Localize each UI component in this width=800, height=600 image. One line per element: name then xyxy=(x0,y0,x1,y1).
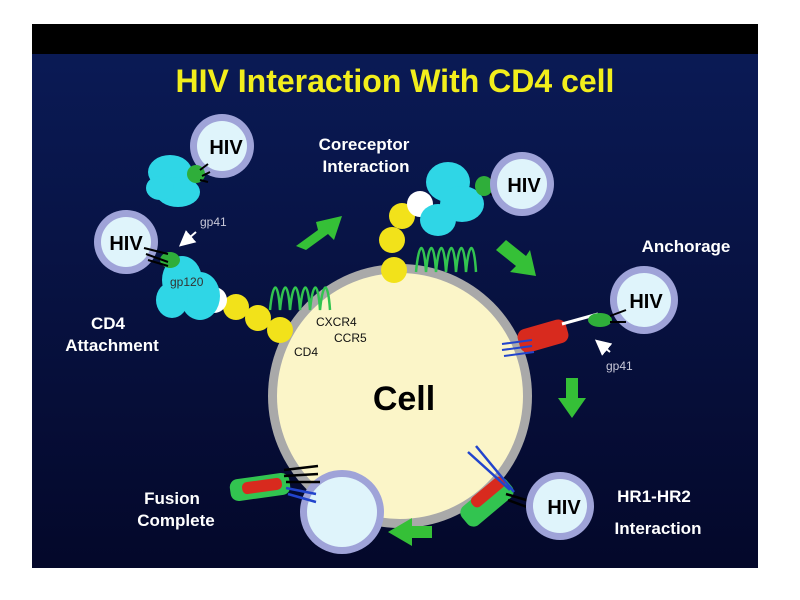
cd4-attachment-label-line1: CD4 xyxy=(91,314,126,333)
gp120-complex-top xyxy=(420,162,506,236)
gp120-label: gp120 xyxy=(170,275,204,289)
cell-label: Cell xyxy=(373,380,435,418)
hiv-label-1: HIV xyxy=(109,233,143,255)
gp41-pointer-top xyxy=(178,230,197,247)
cd4-attachment-label-line2: Attachment xyxy=(65,336,159,355)
arrow-anchorage-to-hr1hr2 xyxy=(558,378,586,418)
cd4-molecule-label: CD4 xyxy=(294,345,318,359)
coreceptor-left xyxy=(268,286,332,311)
anchorage-label: Anchorage xyxy=(642,237,731,256)
hiv-virion-5: HIV xyxy=(526,472,594,540)
fusion-label-line2: Complete xyxy=(137,511,214,530)
slide-title: HIV Interaction With CD4 cell xyxy=(176,63,615,99)
gp41-label-right: gp41 xyxy=(606,359,633,373)
arrow-coreceptor-to-anchorage xyxy=(496,240,536,276)
coreceptor-label-line1: Coreceptor xyxy=(319,135,410,154)
hiv-virion-4: HIV xyxy=(610,266,678,334)
arrow-hr1hr2-to-fusion xyxy=(388,518,432,546)
hiv-label-3: HIV xyxy=(507,175,541,197)
gp120-complex-left xyxy=(156,252,220,320)
hr1-hr2-label-line1: HR1-HR2 xyxy=(617,487,691,506)
fused-virion xyxy=(300,470,384,554)
hiv-label-4: HIV xyxy=(629,291,663,313)
gp41-left xyxy=(160,252,180,268)
hiv-label-5: HIV xyxy=(547,497,581,519)
slide: HIV Interaction With CD4 cell Cell HIV H… xyxy=(32,24,758,568)
hiv-virion-1: HIV xyxy=(94,210,158,274)
gp120-complex-floating xyxy=(146,155,211,207)
arrow-attachment-to-coreceptor xyxy=(296,216,342,250)
hiv-virion-2: HIV xyxy=(190,114,254,178)
gp41-strands-left xyxy=(143,247,169,267)
anchorage-fusion-complex xyxy=(501,309,627,357)
gp41-pointer-right xyxy=(594,339,613,356)
hiv-label-2: HIV xyxy=(209,137,243,159)
hr1-hr2-label-line2: Interaction xyxy=(615,519,702,538)
cxcr4-label: CXCR4 xyxy=(316,315,357,329)
ccr5-label: CCR5 xyxy=(334,331,367,345)
diagram-canvas: HIV Interaction With CD4 cell Cell HIV H… xyxy=(32,24,758,568)
fusion-label-line1: Fusion xyxy=(144,489,200,508)
coreceptor-right xyxy=(414,247,478,273)
cell-body xyxy=(277,273,523,519)
cell: Cell xyxy=(268,264,532,528)
coreceptor-label-line2: Interaction xyxy=(323,157,410,176)
fusion-complex-final xyxy=(229,464,320,504)
gp41-label-top: gp41 xyxy=(200,215,227,229)
hiv-virion-3: HIV xyxy=(490,152,554,216)
